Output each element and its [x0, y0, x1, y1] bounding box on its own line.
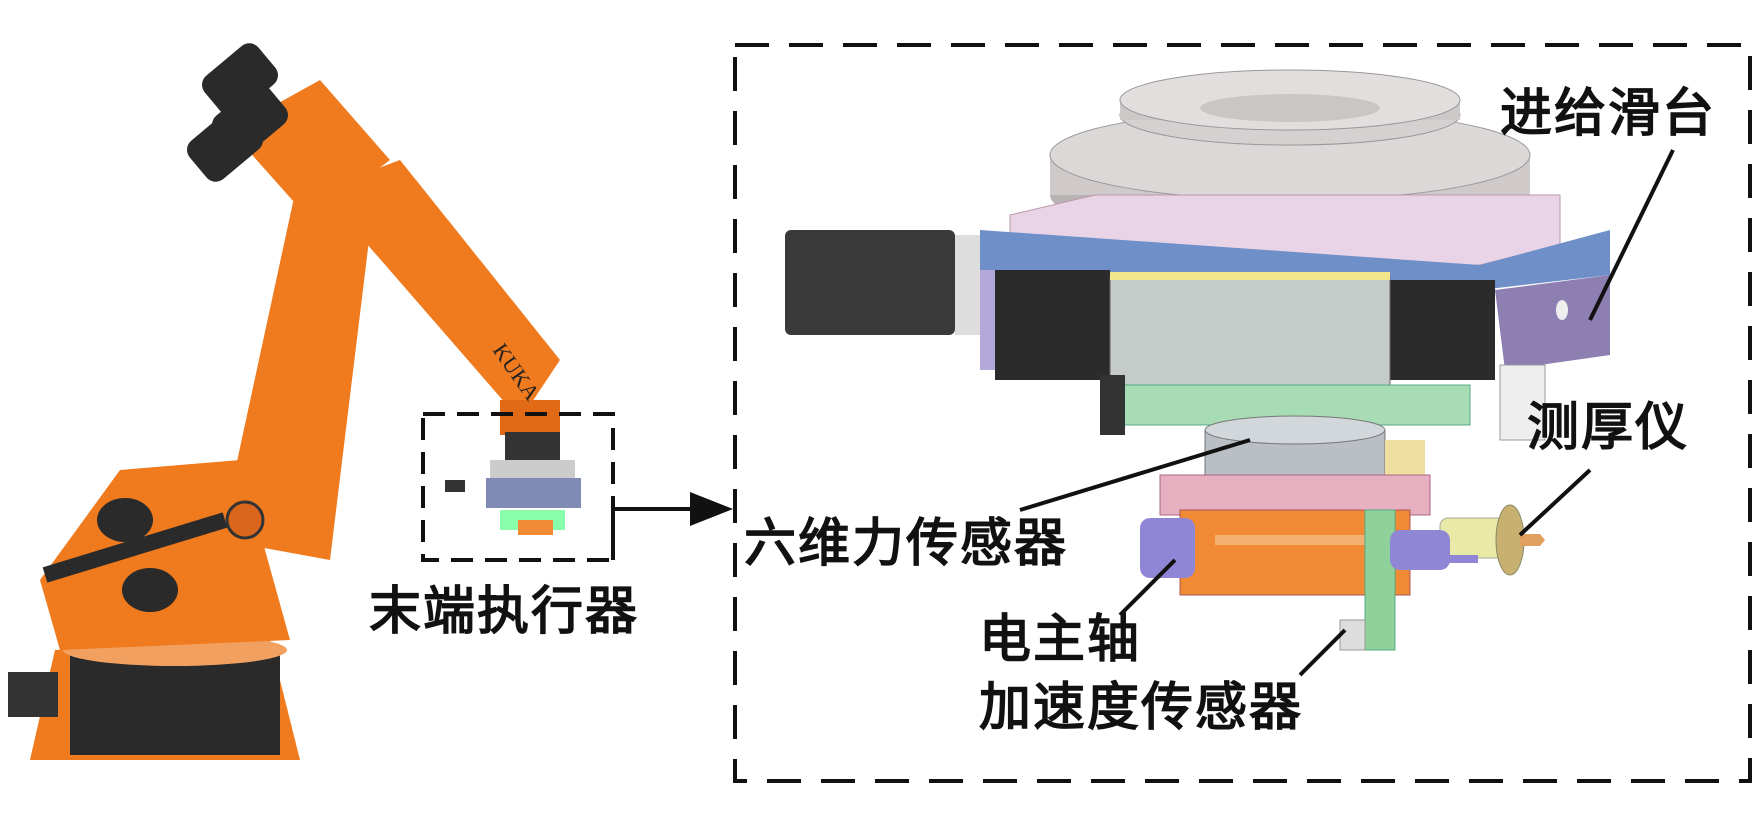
robot-motor-side: [8, 672, 58, 717]
leader-spindle: [1118, 558, 1177, 617]
mini-end-effector: [445, 432, 581, 535]
bellows-right: [1390, 280, 1495, 380]
detail-box: [733, 43, 1752, 783]
feed-slide-side: [1495, 275, 1610, 370]
end-effector-highlight-box: [421, 412, 615, 562]
kuka-robot: KUKA: [8, 43, 581, 760]
label-feed-slide: 进给滑台: [1500, 83, 1717, 144]
robot-joint: [225, 500, 265, 540]
spindle-motor: [1140, 518, 1195, 578]
slide-carriage: [1109, 277, 1391, 389]
robot-upper-arm: [320, 160, 560, 420]
end-effector-detail: [785, 69, 1610, 651]
label-electric-spindle: 电主轴: [979, 609, 1142, 670]
label-thickness-gauge: 测厚仪: [1527, 397, 1690, 458]
robot-motors: [187, 43, 288, 182]
zoom-arrow-line: [611, 507, 700, 560]
robot-base: [70, 650, 280, 755]
leader-force-sensor: [1019, 438, 1251, 512]
label-six-axis-force-sensor: 六维力传感器: [744, 513, 1069, 574]
label-accelerometer: 加速度传感器: [979, 677, 1304, 738]
leader-thickness-gauge: [1518, 468, 1592, 537]
motor: [785, 230, 955, 335]
zoom-arrow-head: [690, 492, 733, 526]
sensor-adapter: [1159, 474, 1431, 516]
robot-wrist: [500, 400, 560, 435]
bellows-left: [995, 270, 1110, 380]
leader-accelerometer: [1298, 628, 1347, 677]
gauge-bracket: [1364, 509, 1396, 651]
label-end-effector: 末端执行器: [369, 581, 640, 642]
leader-feed-slide: [1588, 149, 1675, 321]
gauge-probe: [1520, 534, 1545, 546]
robot-counterbalance: [42, 498, 228, 612]
robot-lower-arm: [220, 150, 380, 560]
gauge-flange: [1495, 504, 1525, 576]
